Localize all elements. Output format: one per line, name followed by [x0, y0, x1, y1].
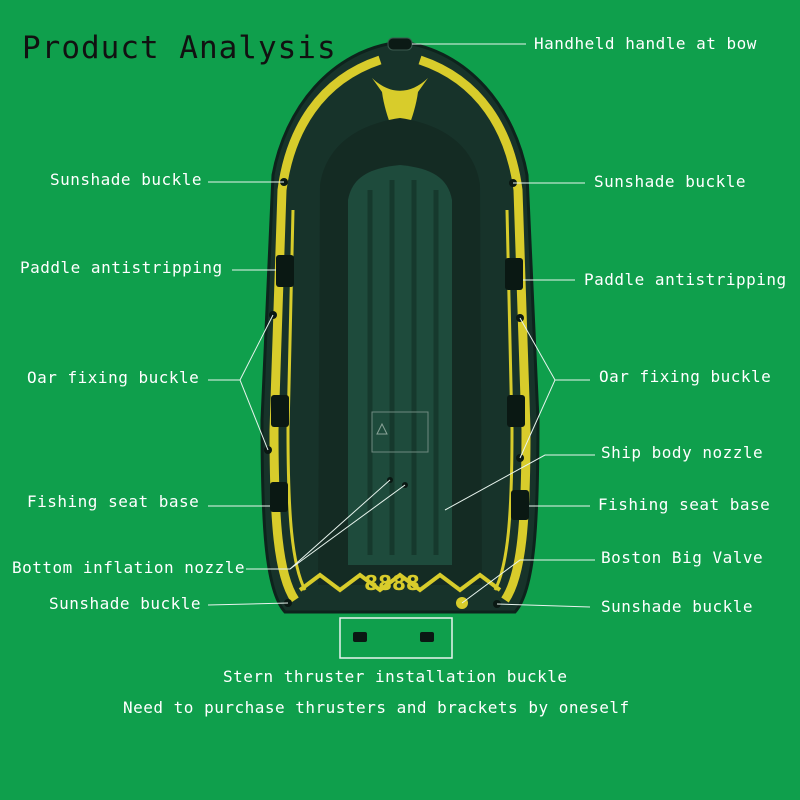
label-thruster-note: Need to purchase thrusters and brackets … [123, 698, 630, 717]
label-seat-left: Fishing seat base [27, 492, 200, 511]
label-boston-valve: Boston Big Valve [601, 548, 764, 567]
label-handle-bow: Handheld handle at bow [534, 34, 757, 53]
stern-pattern [298, 572, 502, 593]
label-ship-nozzle: Ship body nozzle [601, 443, 764, 462]
label-paddle-left: Paddle antistripping [20, 258, 223, 277]
oarlock-left [271, 395, 289, 427]
label-stern-buckle: Stern thruster installation buckle [223, 667, 568, 686]
label-paddle-right: Paddle antistripping [584, 270, 787, 289]
label-sunshade-top-right: Sunshade buckle [594, 172, 746, 191]
warning-sticker [371, 411, 429, 453]
label-bottom-nozzle: Bottom inflation nozzle [12, 558, 246, 577]
paddle-holder-left [276, 255, 294, 287]
stern-buckle-right [420, 632, 434, 642]
stern-buckle-left [353, 632, 367, 642]
label-sunshade-bottom-right: Sunshade buckle [601, 597, 753, 616]
stern-mount [339, 617, 453, 659]
oarlock-right [507, 395, 525, 427]
bow-handle [387, 37, 413, 51]
paddle-holder-right [505, 258, 523, 290]
bow-logo [372, 78, 428, 150]
page-title: Product Analysis [22, 30, 337, 66]
label-oar-left: Oar fixing buckle [27, 368, 200, 387]
hull-stripe-left-thin [286, 209, 307, 591]
hull-number: 8888 [364, 571, 420, 595]
label-sunshade-top-left: Sunshade buckle [50, 170, 202, 189]
hull-stripe-right-thin [493, 209, 514, 591]
hull-stripe-right [418, 55, 531, 603]
hull-stripe-left [269, 55, 382, 603]
boat-floor [348, 165, 452, 565]
label-seat-right: Fishing seat base [598, 495, 771, 514]
label-oar-right: Oar fixing buckle [599, 367, 772, 386]
seat-base-left [270, 482, 288, 512]
seat-base-right [511, 490, 529, 520]
label-sunshade-bottom-left: Sunshade buckle [49, 594, 201, 613]
leader-lines [207, 43, 595, 608]
warning-triangle-icon [376, 422, 388, 435]
